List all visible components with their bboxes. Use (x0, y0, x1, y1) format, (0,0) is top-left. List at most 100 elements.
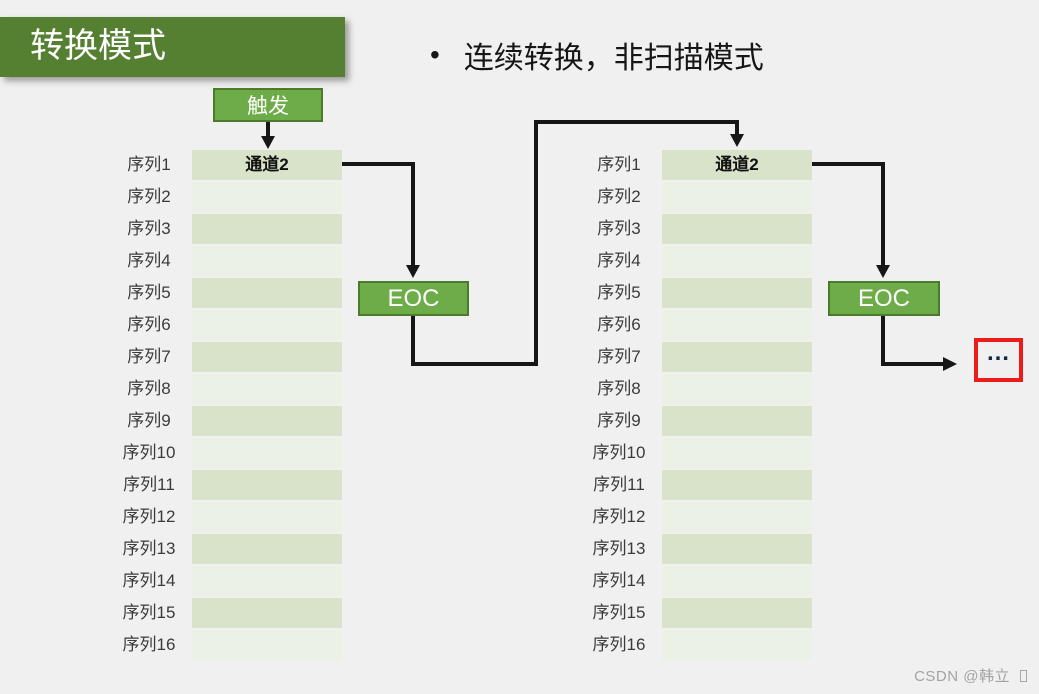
channel-cell (192, 278, 342, 308)
arrow-eoc-left-to-table-right (411, 120, 739, 366)
channel-cell (192, 310, 342, 340)
trigger-label: 触发 (247, 95, 289, 118)
eoc-left-label: EOC (387, 284, 440, 312)
table-row: 序列4 (110, 246, 342, 276)
channel-cell (662, 630, 812, 660)
sequence-label: 序列13 (592, 539, 646, 558)
sequence-label: 序列1 (127, 155, 171, 174)
sequence-label: 序列14 (592, 571, 646, 590)
tofu-glyph-icon (1020, 669, 1027, 682)
arrow-seq1-to-eoc-left (342, 162, 415, 265)
table-row: 序列9 (110, 406, 342, 436)
table-row: 序列5 (580, 278, 812, 308)
eoc-right-label: EOC (857, 284, 910, 312)
channel-cell (662, 278, 812, 308)
arrowhead-eoc-right (876, 265, 890, 278)
channel-cell (662, 374, 812, 404)
channel-cell (192, 438, 342, 468)
trigger-box: 触发 (213, 88, 323, 122)
table-row: 序列9 (580, 406, 812, 436)
sequence-label: 序列15 (592, 603, 646, 622)
table-row: 序列1 通道2 (110, 150, 342, 180)
table-row: 序列11 (110, 470, 342, 500)
sequence-label: 序列11 (593, 475, 645, 494)
sequence-label: 序列2 (127, 187, 171, 206)
table-row: 序列8 (110, 374, 342, 404)
channel-cell (192, 406, 342, 436)
table-row: 序列15 (110, 598, 342, 628)
channel-cell (662, 502, 812, 532)
sequence-label: 序列3 (597, 219, 641, 238)
table-row: 序列7 (580, 342, 812, 372)
sequence-table-right: 序列1 通道2 序列2 序列3 序列4 序列5 (580, 150, 812, 662)
arrowhead-table-right (730, 134, 744, 147)
table-row: 序列14 (110, 566, 342, 596)
sequence-label: 序列2 (597, 187, 641, 206)
sequence-label: 序列9 (127, 411, 171, 430)
watermark-text: CSDN @韩立 (914, 668, 1010, 685)
channel-cell (192, 470, 342, 500)
sequence-label: 序列12 (122, 507, 176, 526)
sequence-label: 序列8 (597, 379, 641, 398)
sequence-label: 序列4 (597, 251, 641, 270)
table-row: 序列16 (580, 630, 812, 660)
sequence-label: 序列1 (597, 155, 641, 174)
channel-cell (192, 374, 342, 404)
sequence-label: 序列10 (592, 443, 646, 462)
channel-cell (192, 182, 342, 212)
channel-cell (662, 598, 812, 628)
sequence-label: 序列15 (122, 603, 176, 622)
channel-cell (662, 214, 812, 244)
channel-cell (662, 406, 812, 436)
table-row: 序列12 (110, 502, 342, 532)
channel-cell (192, 502, 342, 532)
sequence-label: 序列3 (127, 219, 171, 238)
arrowhead-eoc-left (406, 265, 420, 278)
sequence-label: 序列10 (122, 443, 176, 462)
channel-cell (662, 182, 812, 212)
sequence-label: 序列6 (597, 315, 641, 334)
sequence-label: 序列12 (592, 507, 646, 526)
ellipsis-label: … (986, 339, 1011, 366)
sequence-label: 序列5 (127, 283, 171, 302)
sequence-label: 序列7 (597, 347, 641, 366)
channel-cell (662, 566, 812, 596)
channel-cell (192, 598, 342, 628)
sequence-label: 序列5 (597, 283, 641, 302)
table-row: 序列13 (580, 534, 812, 564)
ellipsis-highlight-box: … (974, 338, 1023, 382)
table-row: 序列4 (580, 246, 812, 276)
channel-cell (662, 438, 812, 468)
table-row: 序列2 (580, 182, 812, 212)
sequence-table-left: 序列1 通道2 序列2 序列3 序列4 序列5 (110, 150, 342, 662)
channel-cell (662, 534, 812, 564)
sequence-label: 序列8 (127, 379, 171, 398)
table-row: 序列13 (110, 534, 342, 564)
table-row: 序列12 (580, 502, 812, 532)
table-row: 序列11 (580, 470, 812, 500)
sequence-label: 序列9 (597, 411, 641, 430)
table-row: 序列1 通道2 (580, 150, 812, 180)
eoc-box-right: EOC (828, 281, 940, 316)
channel-cell (192, 214, 342, 244)
watermark: CSDN @韩立 (914, 665, 1027, 686)
sequence-label: 序列16 (122, 635, 176, 654)
channel-cell (662, 246, 812, 276)
channel-cell (192, 534, 342, 564)
table-row: 序列2 (110, 182, 342, 212)
channel-cell (192, 342, 342, 372)
arrowhead-ellipsis (943, 357, 957, 371)
arrowhead-trigger (261, 136, 275, 149)
table-row: 序列6 (110, 310, 342, 340)
title-banner-label: 转换模式 (30, 27, 166, 65)
sequence-label: 序列14 (122, 571, 176, 590)
arrow-eoc-right-to-ellipsis (881, 308, 943, 366)
table-row: 序列3 (110, 214, 342, 244)
title-banner: 转换模式 (0, 17, 345, 77)
channel-cell (662, 310, 812, 340)
channel-cell: 通道2 (192, 150, 342, 180)
table-row: 序列6 (580, 310, 812, 340)
table-row: 序列8 (580, 374, 812, 404)
